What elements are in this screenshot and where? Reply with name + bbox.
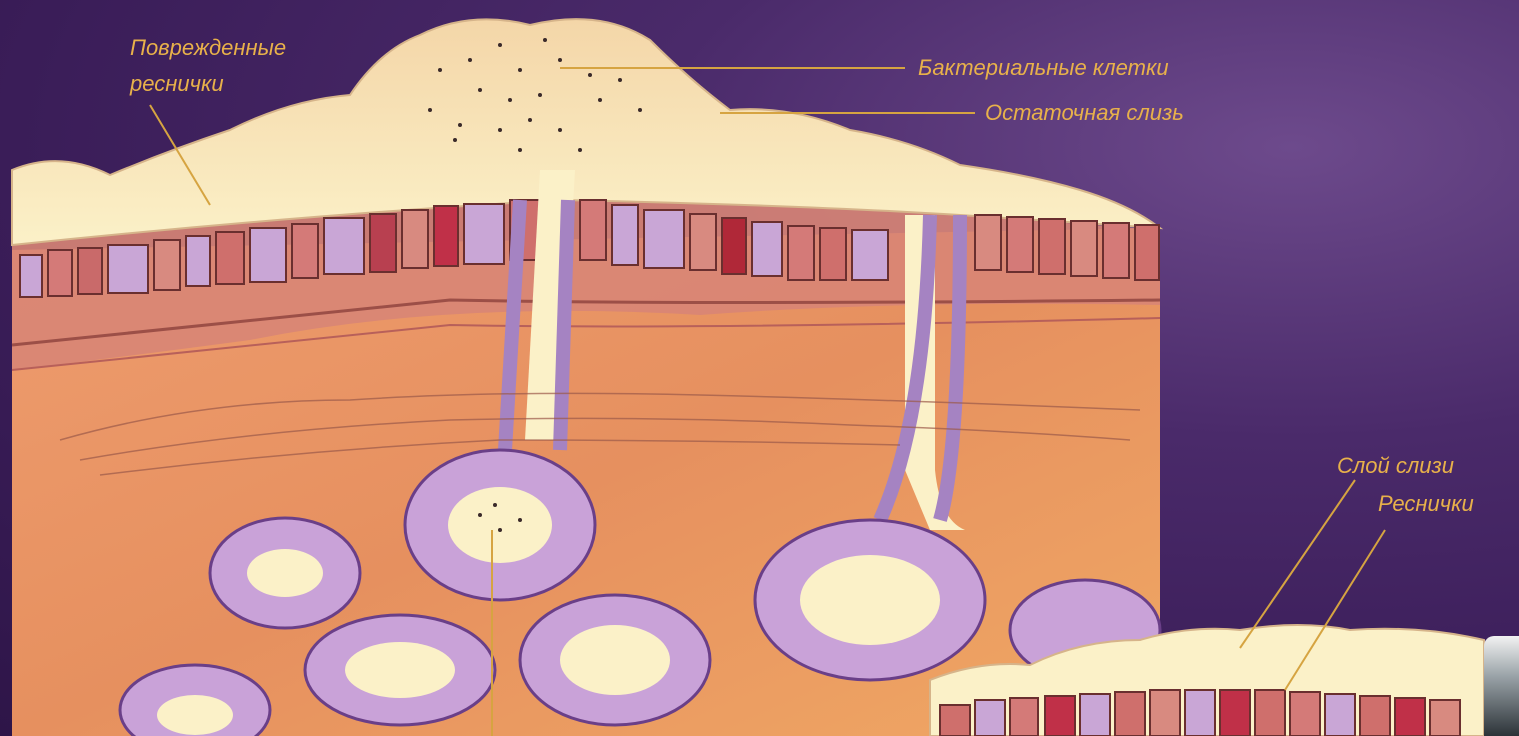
label-damaged-cilia-line1: Поврежденные bbox=[130, 34, 286, 62]
label-cilia: Реснички bbox=[1378, 490, 1474, 518]
label-bacterial-cells: Бактериальные клетки bbox=[918, 54, 1169, 82]
overlay-thumbnail bbox=[1484, 636, 1519, 736]
label-residual-mucus: Остаточная слизь bbox=[985, 99, 1184, 127]
label-damaged-cilia-line2: реснички bbox=[130, 70, 224, 98]
label-mucus-layer: Слой слизи bbox=[1337, 452, 1454, 480]
leader-mucus-layer bbox=[1240, 480, 1355, 648]
